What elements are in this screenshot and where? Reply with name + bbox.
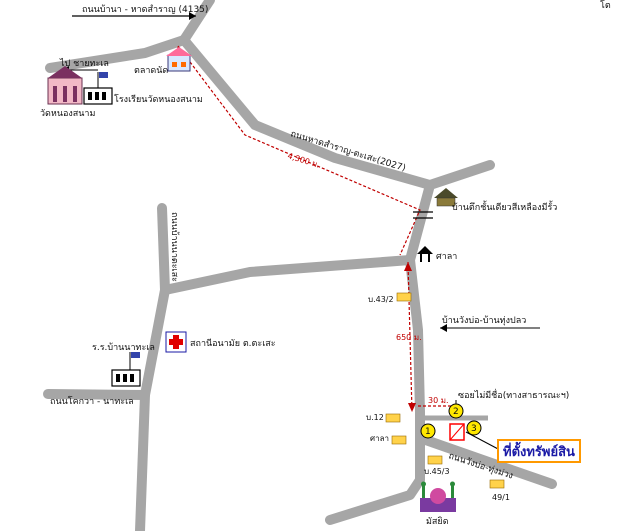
label-sala-top: ศาลา <box>436 252 457 262</box>
school-icon-bannatasa <box>111 352 141 387</box>
label-sala-bottom: ศาลา <box>370 434 389 443</box>
marker-1-label: 1 <box>425 427 431 437</box>
road-to-bay <box>45 35 189 73</box>
house-icon-12 <box>385 413 401 423</box>
marker-2-label: 2 <box>453 407 459 417</box>
label-house-12: บ.12 <box>366 413 384 422</box>
house-icon-43-2 <box>396 292 412 302</box>
label-school-nongsanam: โรงเรียนวัดหนองสนาม <box>114 94 203 105</box>
road-center-vertical <box>325 180 435 525</box>
north-mark: โต <box>600 0 611 11</box>
school-icon-nongsanam <box>83 72 113 105</box>
route-arrow-mid <box>404 262 412 271</box>
label-mosque: มัสยิด <box>426 516 449 527</box>
house-icon <box>434 188 458 207</box>
road-left-vertical <box>135 203 170 531</box>
road-top <box>179 0 215 45</box>
property-plot-hatch <box>449 423 465 441</box>
market-icon <box>166 47 192 72</box>
label-to-bay: ไป ชายทะเล <box>59 58 109 69</box>
roads <box>43 0 557 531</box>
marker-1: 1 <box>420 423 436 439</box>
property-callout-box <box>497 439 581 463</box>
route-4300 <box>177 45 421 256</box>
road-horizontal-mid <box>160 255 415 295</box>
label-soi-noname: ซอยไม่มีชื่อ(ทางสาธารณะฯ) <box>458 388 569 401</box>
label-house-45-3: บ.45/3 <box>424 467 450 476</box>
mosque-icon <box>420 481 456 512</box>
temple-icon <box>47 66 83 105</box>
route-arrow-low <box>408 403 416 412</box>
label-school-bannatasa: ร.ร.บ้านนาทะเล <box>92 342 155 353</box>
label-road-top: ถนนบ้านา - หาดสำราญ (4135) <box>82 4 208 15</box>
label-road-wangbo: บ้านวังบ่อ-บ้านทุ่งปลว <box>442 315 526 326</box>
house-icon-45-3 <box>427 455 443 465</box>
label-single-house: บ้านตึกชั้นเดียวสีเหลืองมีรั้ว <box>452 200 557 213</box>
marker-3-label: 3 <box>471 424 477 434</box>
label-dist-650: 650 ม. <box>396 333 422 342</box>
marker-3: 3 <box>466 420 482 436</box>
route-lines <box>177 45 455 413</box>
label-dist-30: 30 ม. <box>428 396 449 405</box>
label-house-49-1: 49/1 <box>492 493 510 502</box>
wangbo-arrow-head <box>440 324 447 332</box>
label-market: ตลาดนัด <box>134 66 168 76</box>
house-icon-sala-bottom <box>391 435 407 445</box>
property-pointer <box>465 431 501 451</box>
label-house-43-2: บ.43/2 <box>368 295 394 304</box>
label-road-bottom-left: ถนนโคกวา - นาทะเล <box>50 396 134 407</box>
health-station-icon <box>165 331 187 353</box>
label-health-station: สถานีอนามัย ต.ตะเสะ <box>190 338 276 349</box>
route-650 <box>407 261 413 413</box>
road-main-diagonal <box>179 35 495 190</box>
road-top-arrow-head <box>189 12 196 20</box>
bridge-icon <box>413 211 433 219</box>
marker-2: 2 <box>448 403 464 419</box>
label-temple-nongsanam: วัดหนองสนาม <box>40 109 95 119</box>
label-property-location: ที่ตั้งทรัพย์สิน <box>503 441 575 460</box>
house-icon-49-1 <box>489 479 505 489</box>
sala-icon-top <box>417 246 433 262</box>
label-road-vertical-left: ถนนบ้านนาตะเสะ <box>169 212 180 282</box>
road-bottom-right <box>415 433 557 489</box>
road-bottom-left <box>43 389 150 400</box>
